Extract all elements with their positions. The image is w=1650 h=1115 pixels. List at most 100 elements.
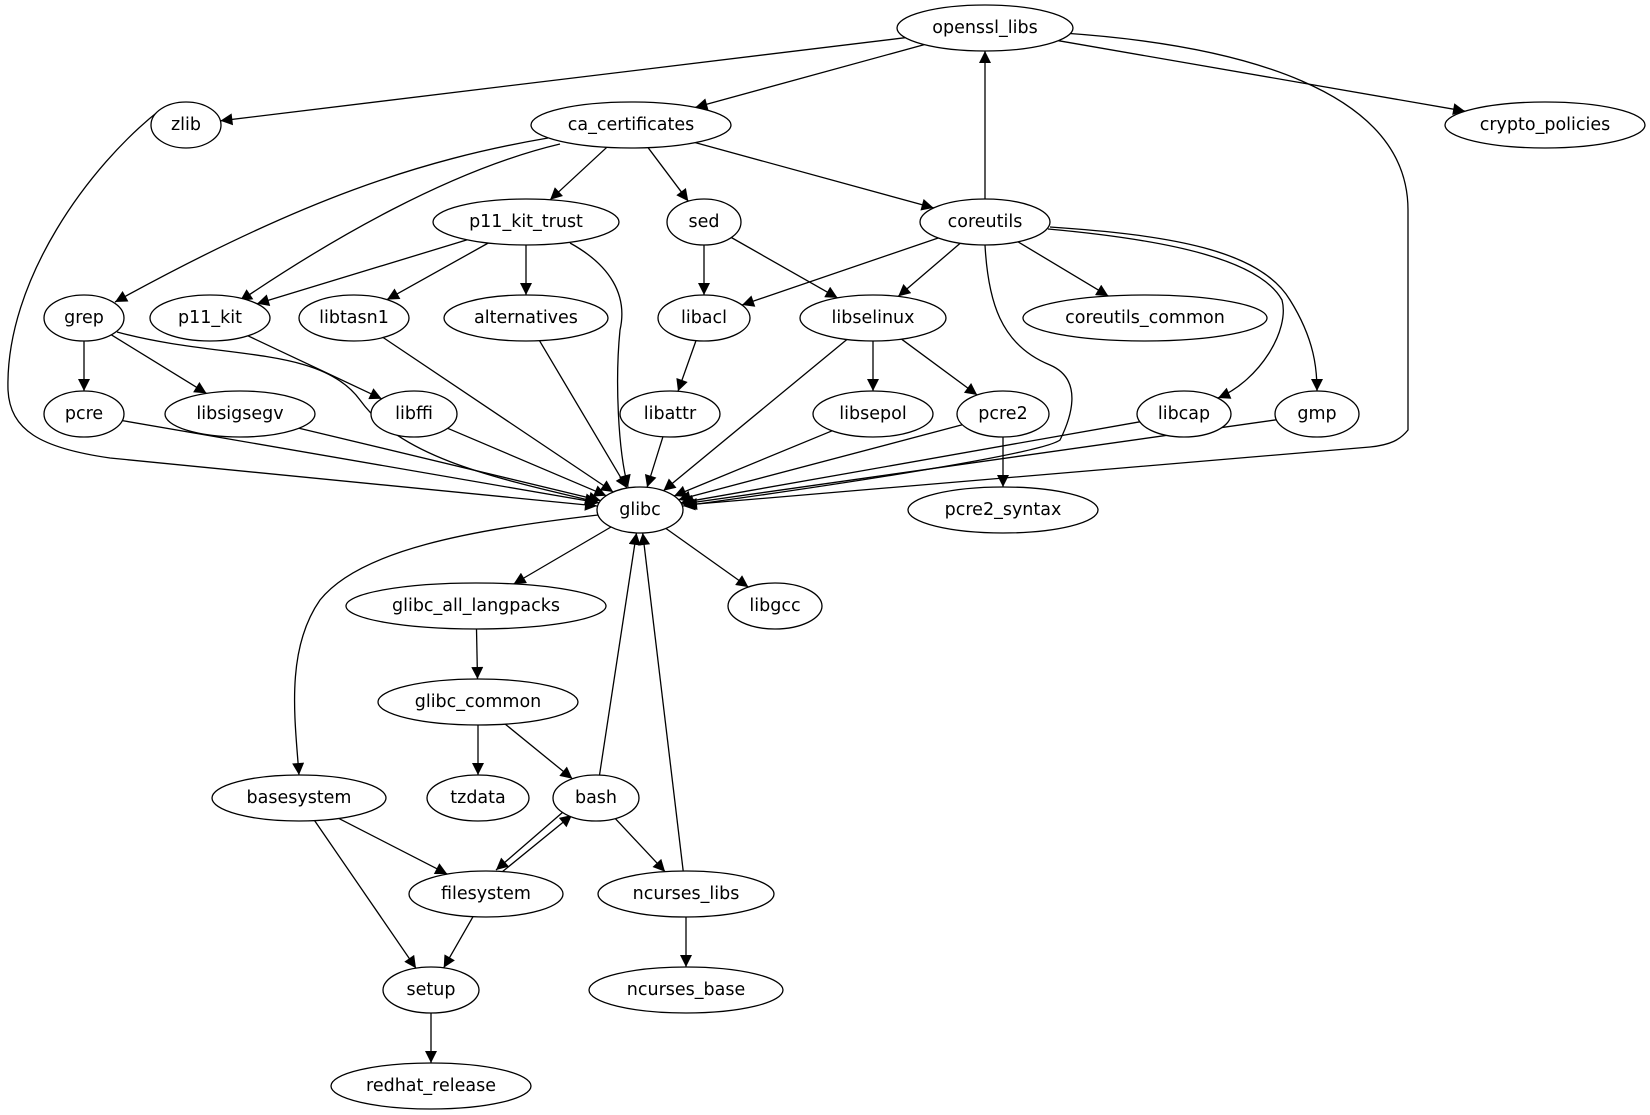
- edge-filesystem-to-setup: [443, 916, 474, 969]
- node-redhat_release: redhat_release: [330, 1062, 532, 1110]
- node-libsepol: libsepol: [812, 390, 934, 438]
- node-ellipse: [43, 390, 125, 438]
- edge-arrow: [256, 239, 468, 306]
- edge-bash-to-ncurses_libs: [614, 818, 666, 873]
- node-ellipse: [43, 294, 125, 342]
- edge-arrow: [386, 242, 489, 301]
- edge-arrow: [647, 147, 689, 202]
- node-basesystem: basesystem: [211, 774, 387, 822]
- node-libffi: libffi: [370, 390, 458, 438]
- node-label: ncurses_base: [627, 980, 745, 1000]
- node-ellipse: [443, 294, 609, 342]
- node-setup: setup: [382, 966, 480, 1014]
- node-ellipse: [330, 1062, 532, 1110]
- edge-p11_kit-to-libffi: [247, 335, 382, 400]
- node-label: libacl: [681, 308, 727, 328]
- node-label: libffi: [395, 404, 433, 424]
- node-label: libcap: [1158, 404, 1210, 424]
- node-ellipse: [150, 101, 222, 149]
- node-libgcc: libgcc: [727, 582, 823, 630]
- node-ncurses_libs: ncurses_libs: [597, 870, 775, 918]
- node-label: libsepol: [839, 404, 906, 424]
- node-ellipse: [1136, 390, 1232, 438]
- edge-arrow: [471, 628, 484, 680]
- node-label: glibc_common: [415, 692, 542, 712]
- edge-arrow: [549, 146, 608, 201]
- node-label: zlib: [171, 115, 201, 135]
- edge-coreutils-to-libacl: [741, 237, 939, 307]
- edge-arrow: [901, 338, 978, 396]
- edge-arrow: [239, 143, 561, 302]
- edge-zlib-to-glibc: [7, 109, 598, 511]
- node-label: crypto_policies: [1480, 115, 1611, 135]
- node-p11_kit: p11_kit: [149, 294, 271, 342]
- node-label: libgcc: [749, 596, 800, 616]
- edge-ca_certificates-to-grep: [114, 137, 549, 303]
- node-crypto_policies: crypto_policies: [1444, 101, 1646, 149]
- node-coreutils_common: coreutils_common: [1022, 294, 1268, 342]
- edge-arrow: [695, 43, 925, 111]
- node-label: bash: [575, 788, 617, 808]
- node-label: grep: [64, 308, 104, 328]
- edge-arrow: [7, 109, 598, 511]
- node-zlib: zlib: [150, 101, 222, 149]
- node-label: libattr: [644, 404, 697, 424]
- edge-ncurses_libs-to-glibc: [638, 532, 684, 872]
- edge-arrow: [569, 242, 631, 488]
- edge-libtasn1-to-glibc: [382, 336, 614, 493]
- node-label: ncurses_libs: [633, 884, 740, 904]
- edge-coreutils-to-gmp: [1049, 226, 1323, 392]
- edge-ca_certificates-to-coreutils: [695, 141, 934, 211]
- node-ellipse: [666, 198, 742, 246]
- edge-basesystem-to-setup: [314, 820, 417, 969]
- node-ellipse: [588, 966, 784, 1014]
- node-glibc_common: glibc_common: [377, 678, 579, 726]
- edge-arrow: [614, 818, 666, 873]
- node-label: libtasn1: [319, 308, 389, 328]
- edge-libselinux-to-glibc: [662, 338, 848, 492]
- node-pcre2: pcre2: [956, 390, 1050, 438]
- node-ellipse: [1444, 101, 1646, 149]
- edge-p11_kit_trust-to-p11_kit: [256, 239, 468, 306]
- node-tzdata: tzdata: [426, 774, 530, 822]
- edge-bash-to-filesystem: [495, 811, 564, 871]
- node-libselinux: libselinux: [799, 294, 947, 342]
- edge-arrow: [382, 336, 614, 493]
- edge-arrow: [682, 244, 1073, 511]
- edge-ca_certificates-to-sed: [647, 147, 689, 202]
- edge-coreutils-to-libcap: [1047, 228, 1284, 399]
- edge-arrow: [247, 335, 382, 400]
- edge-grep-to-glibc: [116, 331, 598, 506]
- edge-glibc-to-basesystem: [292, 514, 599, 776]
- edge-arrow: [538, 340, 628, 489]
- edge-openssl_libs-to-crypto_policies: [1058, 40, 1466, 116]
- edge-arrow: [678, 424, 963, 503]
- node-ellipse: [408, 870, 564, 918]
- node-openssl_libs: openssl_libs: [896, 4, 1074, 52]
- edge-arrow: [447, 427, 607, 497]
- edge-arrow: [513, 526, 612, 585]
- node-label: sed: [689, 212, 720, 232]
- edge-openssl_libs-to-zlib: [220, 37, 906, 126]
- edge-arrow: [673, 430, 833, 497]
- node-label: glibc_all_langpacks: [392, 596, 560, 616]
- edge-basesystem-to-filesystem: [338, 817, 448, 875]
- node-ellipse: [426, 774, 530, 822]
- node-label: coreutils: [948, 212, 1023, 232]
- edge-alternatives-to-glibc: [538, 340, 628, 489]
- edge-coreutils-to-glibc: [682, 244, 1073, 511]
- edge-arrow: [114, 137, 549, 303]
- node-glibc: glibc: [596, 486, 684, 534]
- edge-arrow: [644, 436, 664, 488]
- edge-arrow: [1049, 226, 1323, 392]
- edge-arrow: [598, 532, 641, 776]
- node-label: alternatives: [474, 308, 578, 328]
- node-label: pcre: [65, 404, 103, 424]
- edge-pcre2-to-glibc: [678, 424, 963, 503]
- node-libtasn1: libtasn1: [298, 294, 410, 342]
- edge-glibc-to-libgcc: [665, 527, 749, 588]
- edge-libacl-to-libattr: [676, 340, 697, 392]
- node-label: glibc: [619, 500, 661, 520]
